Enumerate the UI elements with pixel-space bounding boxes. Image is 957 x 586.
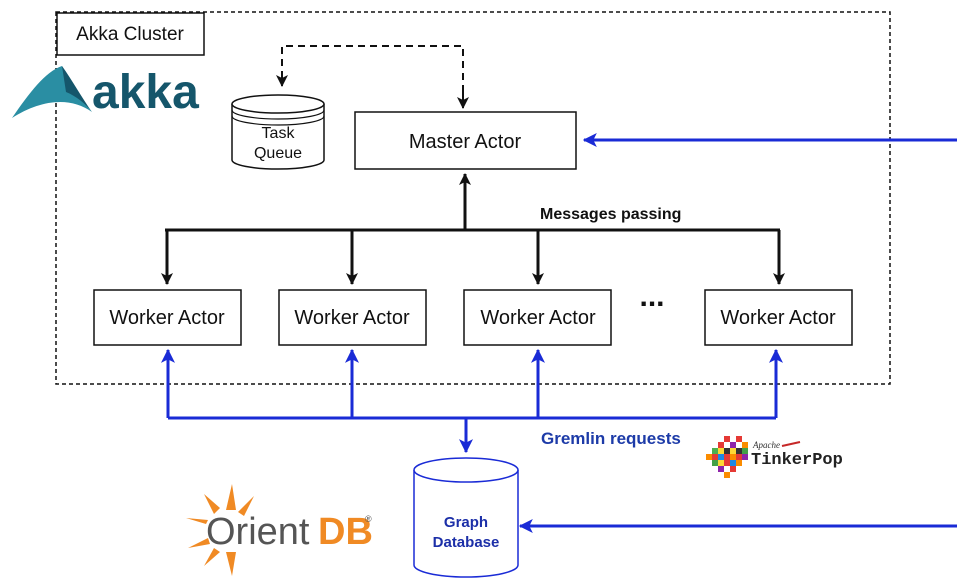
graph-database: Graph Database — [413, 457, 519, 578]
graph-database-label-line1: Graph — [444, 514, 488, 531]
worker-actor-label: Worker Actor — [294, 307, 410, 329]
graph-database-label-line2: Database — [433, 534, 500, 551]
akka-cluster-title: Akka Cluster — [76, 24, 184, 45]
akka-cluster-boundary — [55, 11, 891, 385]
message-passing-connectors — [161, 173, 785, 285]
orientdb-registered-mark: ® — [365, 514, 372, 524]
task-queue: Task Queue — [231, 94, 325, 170]
akka-logo-text: akka — [92, 66, 199, 119]
queue-dashed-connector — [276, 45, 464, 104]
akka-cluster-label-box — [56, 12, 205, 56]
gremlin-request-connectors — [161, 133, 957, 533]
orientdb-logo: Orient DB ® — [186, 484, 373, 576]
worker-actor-3: Worker Actor — [463, 289, 612, 346]
worker-actor-label: Worker Actor — [480, 307, 596, 329]
orientdb-sunburst-icon — [186, 484, 254, 576]
akka-logo: akka — [12, 66, 199, 119]
worker-actor-label: Worker Actor — [109, 307, 225, 329]
akka-logo-mark — [12, 66, 92, 118]
orientdb-text-orient: Orient — [206, 511, 310, 553]
tinkerpop-text: TinkerPop — [751, 451, 843, 470]
task-queue-label-line2: Queue — [254, 145, 302, 162]
master-actor-box — [354, 111, 577, 170]
master-actor-label: Master Actor — [409, 131, 522, 153]
tinkerpop-logo: Apache TinkerPop — [706, 436, 843, 478]
worker-actor-1: Worker Actor — [93, 289, 242, 346]
gremlin-requests-label: Gremlin requests — [541, 429, 681, 448]
worker-actor-4: Worker Actor — [704, 289, 853, 346]
tinkerpop-gremlin-icon — [706, 436, 748, 478]
tinkerpop-apache-text: Apache — [752, 440, 780, 450]
worker-actor-label: Worker Actor — [720, 307, 836, 329]
messages-passing-label: Messages passing — [540, 206, 681, 223]
more-workers-ellipsis: ... — [639, 280, 664, 313]
task-queue-label-line1: Task — [262, 125, 296, 142]
orientdb-text-db: DB — [318, 511, 373, 553]
worker-actor-2: Worker Actor — [278, 289, 427, 346]
